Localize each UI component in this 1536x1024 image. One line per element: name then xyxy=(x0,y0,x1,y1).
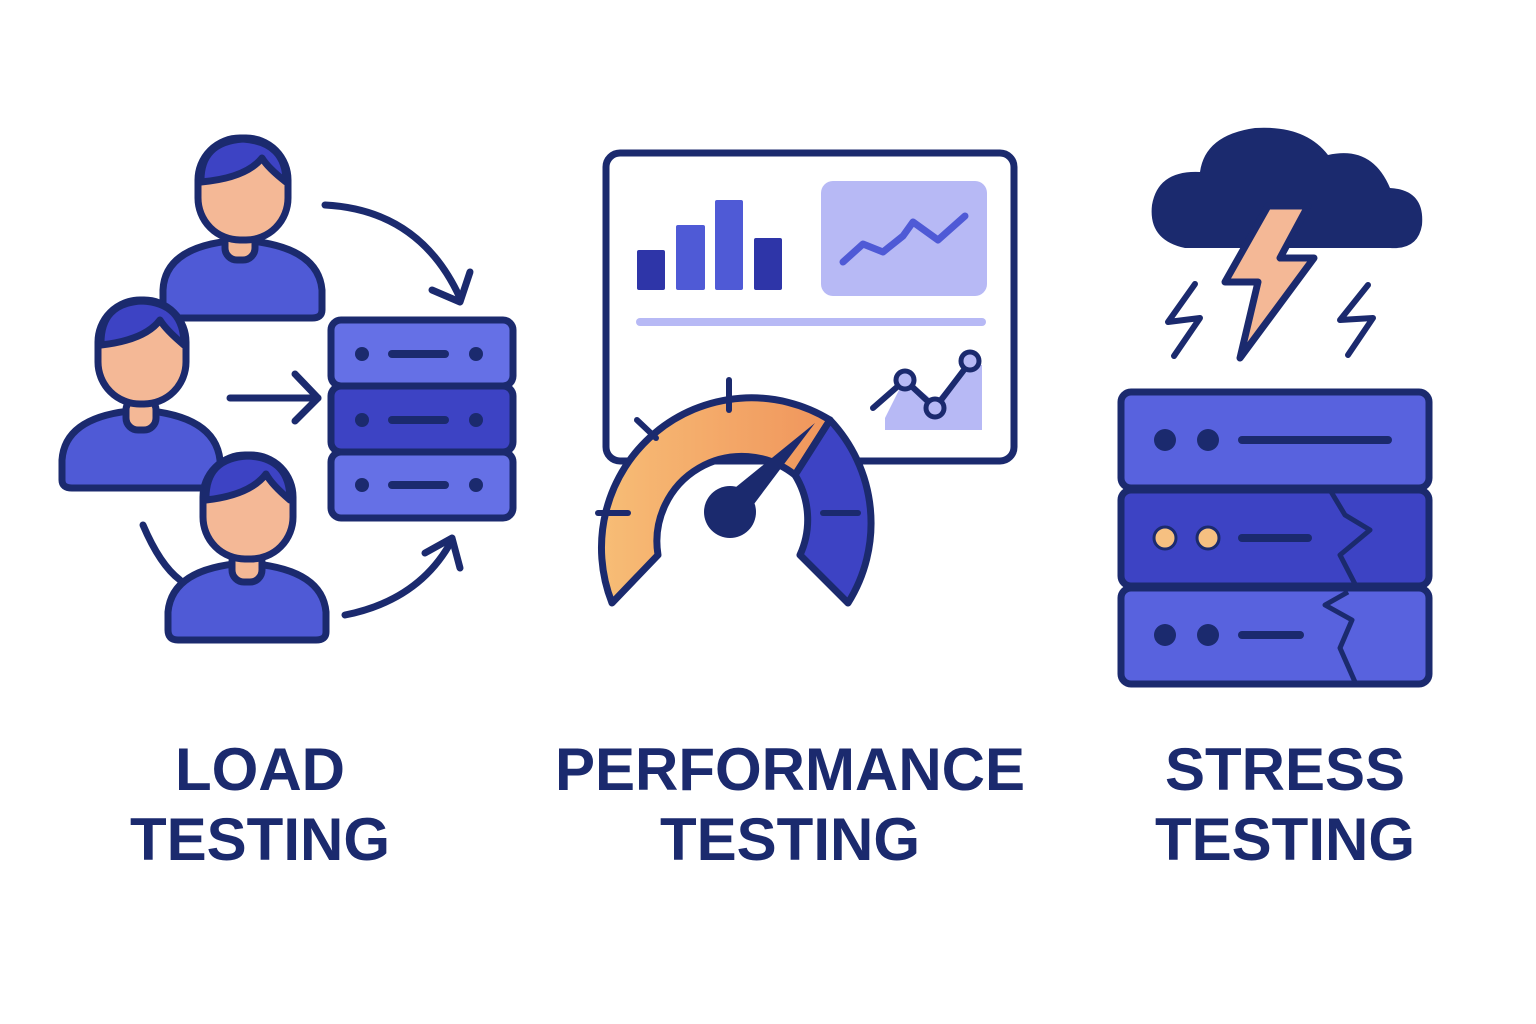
users-to-server-icon xyxy=(58,134,517,644)
bar-chart-icon xyxy=(637,200,782,290)
point-chart-card xyxy=(870,349,982,430)
user-icon-middle xyxy=(58,296,224,492)
load-testing-title: LOAD TESTING xyxy=(60,735,460,875)
speedometer-gauge xyxy=(595,377,875,607)
performance-title-line1: PERFORMANCE xyxy=(554,736,1025,803)
load-title-line1: LOAD xyxy=(175,736,345,803)
dashboard-speedometer-icon xyxy=(595,149,1018,607)
stress-testing-title: STRESS TESTING xyxy=(1080,735,1490,875)
performance-testing-title: PERFORMANCE TESTING xyxy=(540,735,1040,875)
load-testing-panel: LOAD TESTING xyxy=(0,0,520,1024)
user-icon-bottom xyxy=(164,451,330,644)
stress-title-line1: STRESS xyxy=(1164,736,1406,803)
storm-cloud-icon xyxy=(1151,127,1423,249)
performance-testing-panel: PERFORMANCE TESTING xyxy=(520,0,1060,1024)
user-icon-top xyxy=(159,134,326,322)
performance-title-line2: TESTING xyxy=(659,806,920,873)
storm-broken-server-icon xyxy=(1117,127,1433,688)
stress-testing-panel: STRESS TESTING xyxy=(1060,0,1536,1024)
line-chart-card xyxy=(821,181,987,296)
needle-hub xyxy=(704,486,756,538)
lightning-bolt-icon xyxy=(1221,202,1318,362)
load-title-line2: TESTING xyxy=(129,806,390,873)
warning-light-1 xyxy=(1152,525,1178,551)
stress-title-line2: TESTING xyxy=(1154,806,1415,873)
warning-light-2 xyxy=(1195,525,1221,551)
